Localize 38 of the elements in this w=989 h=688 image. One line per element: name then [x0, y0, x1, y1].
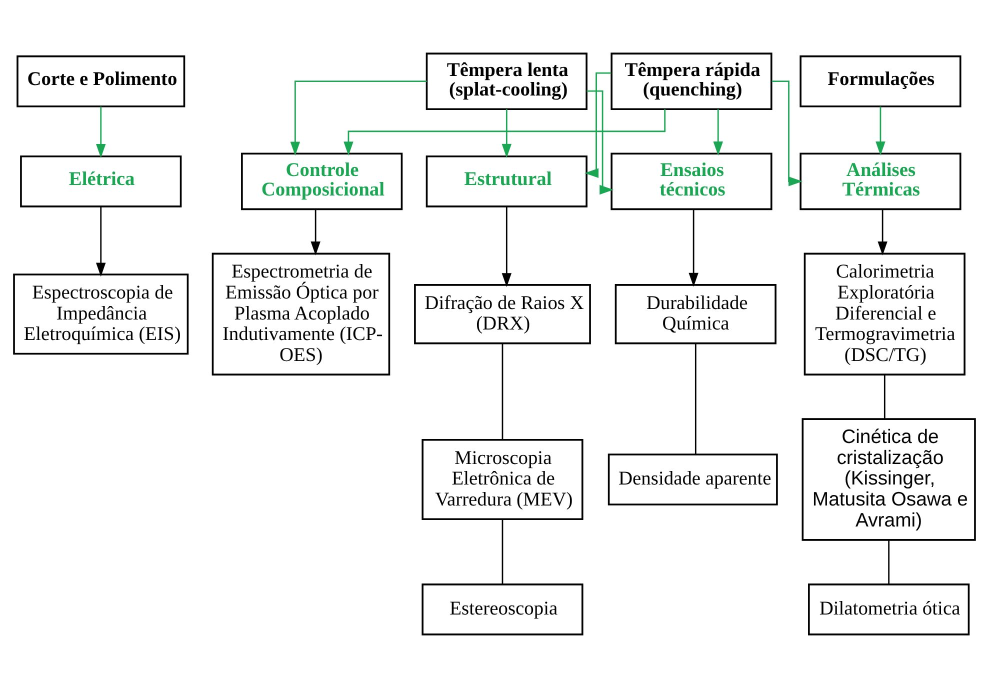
arrow: [96, 207, 106, 277]
node-box: Espectrometria de Emissão Óptica por Plasma Acoplado Indutivamente (ICP-OES): [212, 252, 390, 376]
arrow: [713, 109, 723, 156]
arrow: [772, 80, 802, 186]
connector: [694, 343, 696, 454]
arrow: [878, 210, 888, 256]
node-box: Elétrica: [20, 156, 182, 208]
node-box: Espectroscopia de Impedância Eletroquímica (EIS): [13, 274, 189, 355]
node-box: Durabilidade Química: [614, 284, 776, 344]
arrow: [584, 72, 612, 178]
arrow: [96, 106, 106, 158]
node-box: Densidade aparente: [608, 454, 778, 506]
connector: [884, 374, 886, 419]
arrow: [310, 210, 320, 256]
arrow: [344, 109, 666, 156]
arrow: [502, 207, 512, 288]
arrow: [502, 109, 512, 158]
node-box: Estereoscopia: [422, 584, 584, 636]
node-box: Dilatometria ótica: [808, 584, 970, 636]
node-box: Controle Composicional: [241, 152, 403, 210]
node-box: Têmpera rápida (quenching): [610, 52, 772, 110]
node-box: Análises Térmicas: [800, 152, 962, 210]
connector: [502, 519, 504, 584]
node-box: Calorimetria Exploratória Diferencial e Termogravimetria (DSC/TG): [804, 252, 966, 376]
node-box: Ensaios técnicos: [610, 152, 772, 210]
node-box: Têmpera lenta (splat-cooling): [426, 52, 588, 110]
connector: [502, 343, 504, 440]
node-box: Microscopia Eletrônica de Varredura (MEV): [422, 438, 584, 520]
node-box: Corte e Polimento: [16, 55, 186, 108]
node-box: Cinética de cristalização (Kissinger, Matusita Osawa e Avrami): [802, 418, 976, 541]
arrow: [290, 80, 427, 156]
connector: [888, 540, 890, 584]
node-box: Formulações: [800, 55, 962, 108]
arrow: [688, 210, 698, 287]
node-box: Difração de Raios X (DRX): [414, 284, 591, 344]
arrow: [876, 106, 886, 156]
arrow: [586, 90, 614, 195]
node-box: Estrutural: [426, 156, 588, 208]
